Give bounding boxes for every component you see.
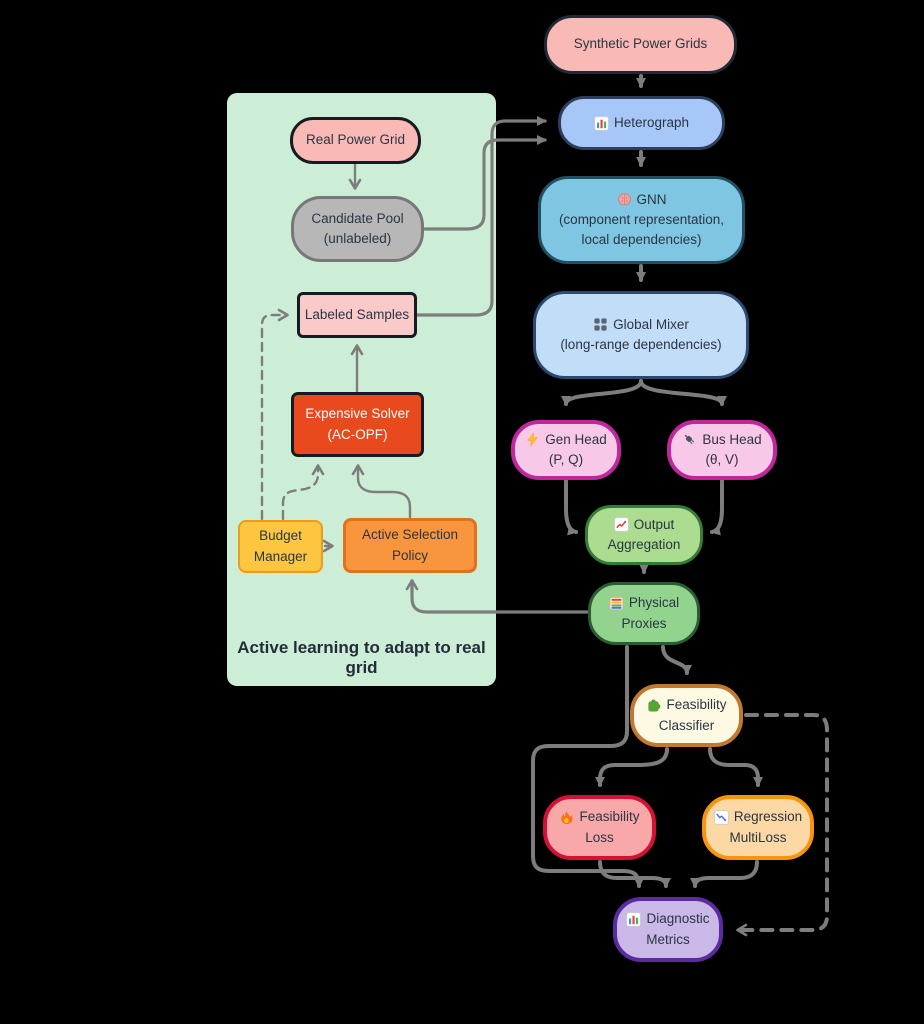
node-labeled-samples: Labeled Samples xyxy=(297,292,417,338)
node-sublabel: (P, Q) xyxy=(548,452,584,467)
node-feasibility-classifier: Feasibility Classifier xyxy=(630,684,743,747)
node-sublabel: Proxies xyxy=(621,615,667,631)
abacus-icon xyxy=(609,596,624,611)
node-sublabel: (long-range dependencies) xyxy=(560,337,722,352)
node-expensive-solver: Expensive Solver (AC-OPF) xyxy=(291,392,424,457)
node-physical-proxies: Physical Proxies xyxy=(588,582,700,645)
node-synthetic-power-grids: Synthetic Power Grids xyxy=(544,15,737,74)
node-sublabel: (unlabeled) xyxy=(323,231,392,246)
edge-feasclassifier-to-regloss xyxy=(708,747,763,787)
node-output-aggregation: Output Aggregation xyxy=(585,505,703,565)
plug-icon xyxy=(682,432,697,447)
panel-caption: Active learning to adapt to real grid xyxy=(237,638,486,677)
node-global-mixer: Global Mixer (long-range dependencies) xyxy=(533,291,749,379)
fire-icon xyxy=(559,810,574,825)
node-label: Heterograph xyxy=(613,114,690,130)
node-candidate-pool: Candidate Pool (unlabeled) xyxy=(291,196,424,262)
node-label: GNN xyxy=(636,191,667,207)
edge-bushead-to-outputagg xyxy=(710,479,724,536)
grid-dots-icon xyxy=(593,317,608,332)
node-gen-head: Gen Head (P, Q) xyxy=(511,420,621,480)
node-sublabel: local dependencies) xyxy=(581,232,702,248)
node-sublabel: (AC-OPF) xyxy=(327,426,388,442)
node-gnn: GNN (component representation, local dep… xyxy=(538,176,745,264)
edge-physproxies-to-feasclassifier xyxy=(661,645,692,675)
edge-aspolicy-to-expsolver xyxy=(351,464,412,519)
node-regression-multiloss: Regression MultiLoss xyxy=(702,795,814,860)
node-bus-head: Bus Head (θ, V) xyxy=(667,420,777,480)
edge-budget-to-expsolver-dashed xyxy=(281,464,325,521)
brain-icon xyxy=(617,192,632,207)
node-sublabel: (component representation, xyxy=(558,211,725,227)
node-label: Real Power Grid xyxy=(305,132,406,148)
node-label: Feasibility xyxy=(579,809,640,825)
edge-regloss-to-diagmetrics xyxy=(690,860,759,888)
node-label: Active Selection xyxy=(361,527,459,543)
puzzle-icon xyxy=(646,698,661,713)
node-sublabel: Aggregation xyxy=(607,537,681,552)
edge-budget-to-labeledsamples-dashed xyxy=(260,308,289,521)
edge-candidatepool-to-heterograph xyxy=(423,135,547,231)
node-diagnostic-metrics: Diagnostic Metrics xyxy=(613,897,723,962)
node-label: Candidate Pool xyxy=(311,210,404,226)
node-sublabel: (θ, V) xyxy=(705,452,739,467)
node-label: Global Mixer xyxy=(613,316,689,332)
lightning-icon xyxy=(525,432,540,448)
node-label: Physical xyxy=(628,595,680,611)
node-label: Labeled Samples xyxy=(304,306,410,322)
edge-globalmixer-to-genhead xyxy=(561,379,643,406)
node-label: Budget xyxy=(259,528,302,544)
node-sublabel: Classifier xyxy=(658,717,715,733)
node-real-power-grid: Real Power Grid xyxy=(290,117,421,164)
node-label: Gen Head xyxy=(545,431,607,447)
node-sublabel: MultiLoss xyxy=(729,829,787,845)
node-heterograph: Heterograph xyxy=(558,96,725,150)
node-label: Expensive Solver xyxy=(305,406,410,422)
node-sublabel: Manager xyxy=(253,548,308,564)
node-sublabel: Metrics xyxy=(646,931,690,947)
edge-feasclassifier-to-feasloss xyxy=(595,747,669,787)
node-active-selection-policy: Active Selection Policy xyxy=(343,518,477,573)
edge-labeledsamples-to-heterograph xyxy=(416,116,547,317)
active-learning-panel xyxy=(227,93,496,686)
edge-feasclassifier-to-diagmetrics-dashed xyxy=(736,713,829,937)
chart-down-icon xyxy=(714,810,729,825)
node-label: Synthetic Power Grids xyxy=(573,36,708,52)
node-label: Diagnostic xyxy=(646,911,710,927)
node-label: Output xyxy=(633,516,675,532)
node-label: Feasibility xyxy=(666,697,727,713)
node-sublabel: Loss xyxy=(585,829,614,845)
edge-globalmixer-to-bushead xyxy=(639,379,727,406)
chart-up-icon xyxy=(613,517,629,533)
node-feasibility-loss: Feasibility Loss xyxy=(543,795,656,860)
bar-chart-icon xyxy=(626,912,642,927)
edge-physproxies-to-diagmetrics xyxy=(531,645,644,888)
node-sublabel: Policy xyxy=(391,547,428,563)
edge-physproxies-to-aspolicy xyxy=(405,579,589,614)
node-budget-manager: Budget Manager xyxy=(238,520,323,573)
bar-chart-icon xyxy=(594,115,609,131)
node-label: Regression xyxy=(733,809,803,825)
node-label: Bus Head xyxy=(702,431,762,447)
edge-genhead-to-outputagg xyxy=(564,479,578,536)
